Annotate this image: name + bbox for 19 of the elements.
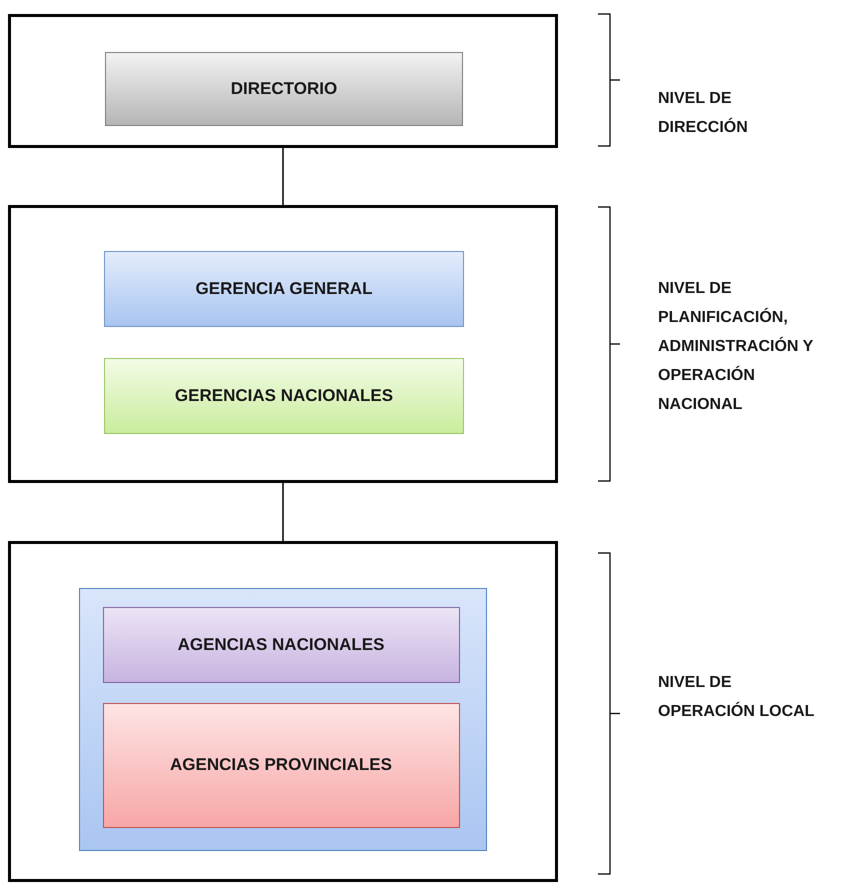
level-frame (8, 14, 558, 148)
org-unit-box (102, 702, 460, 828)
unit-name: AGENCIAS NACIONALES (178, 634, 384, 654)
level-label: NIVEL DE DIRECCIÓN (658, 89, 749, 138)
unit-name: DIRECTORIO (230, 79, 338, 99)
connector-line (282, 483, 284, 541)
level-frame (8, 205, 558, 483)
level-label: NIVEL DE OPERACIÓN LOCAL (658, 673, 816, 722)
org-unit-box (104, 251, 464, 327)
level-frame (8, 541, 558, 882)
connector-line (282, 148, 284, 205)
org-unit-box (102, 606, 460, 682)
org-unit-box (104, 358, 464, 434)
level-label: NIVEL DE PLANIFICACIÓN, ADMINISTRACIÓN Y OPERACIÓN NACIONAL (658, 279, 814, 415)
org-unit-box (105, 52, 463, 126)
unit-name: GERENCIA GENERAL (196, 279, 372, 299)
unit-name: AGENCIAS PROVINCIALES (170, 755, 392, 775)
group-panel (79, 588, 487, 851)
unit-name: GERENCIAS NACIONALES (174, 386, 394, 406)
